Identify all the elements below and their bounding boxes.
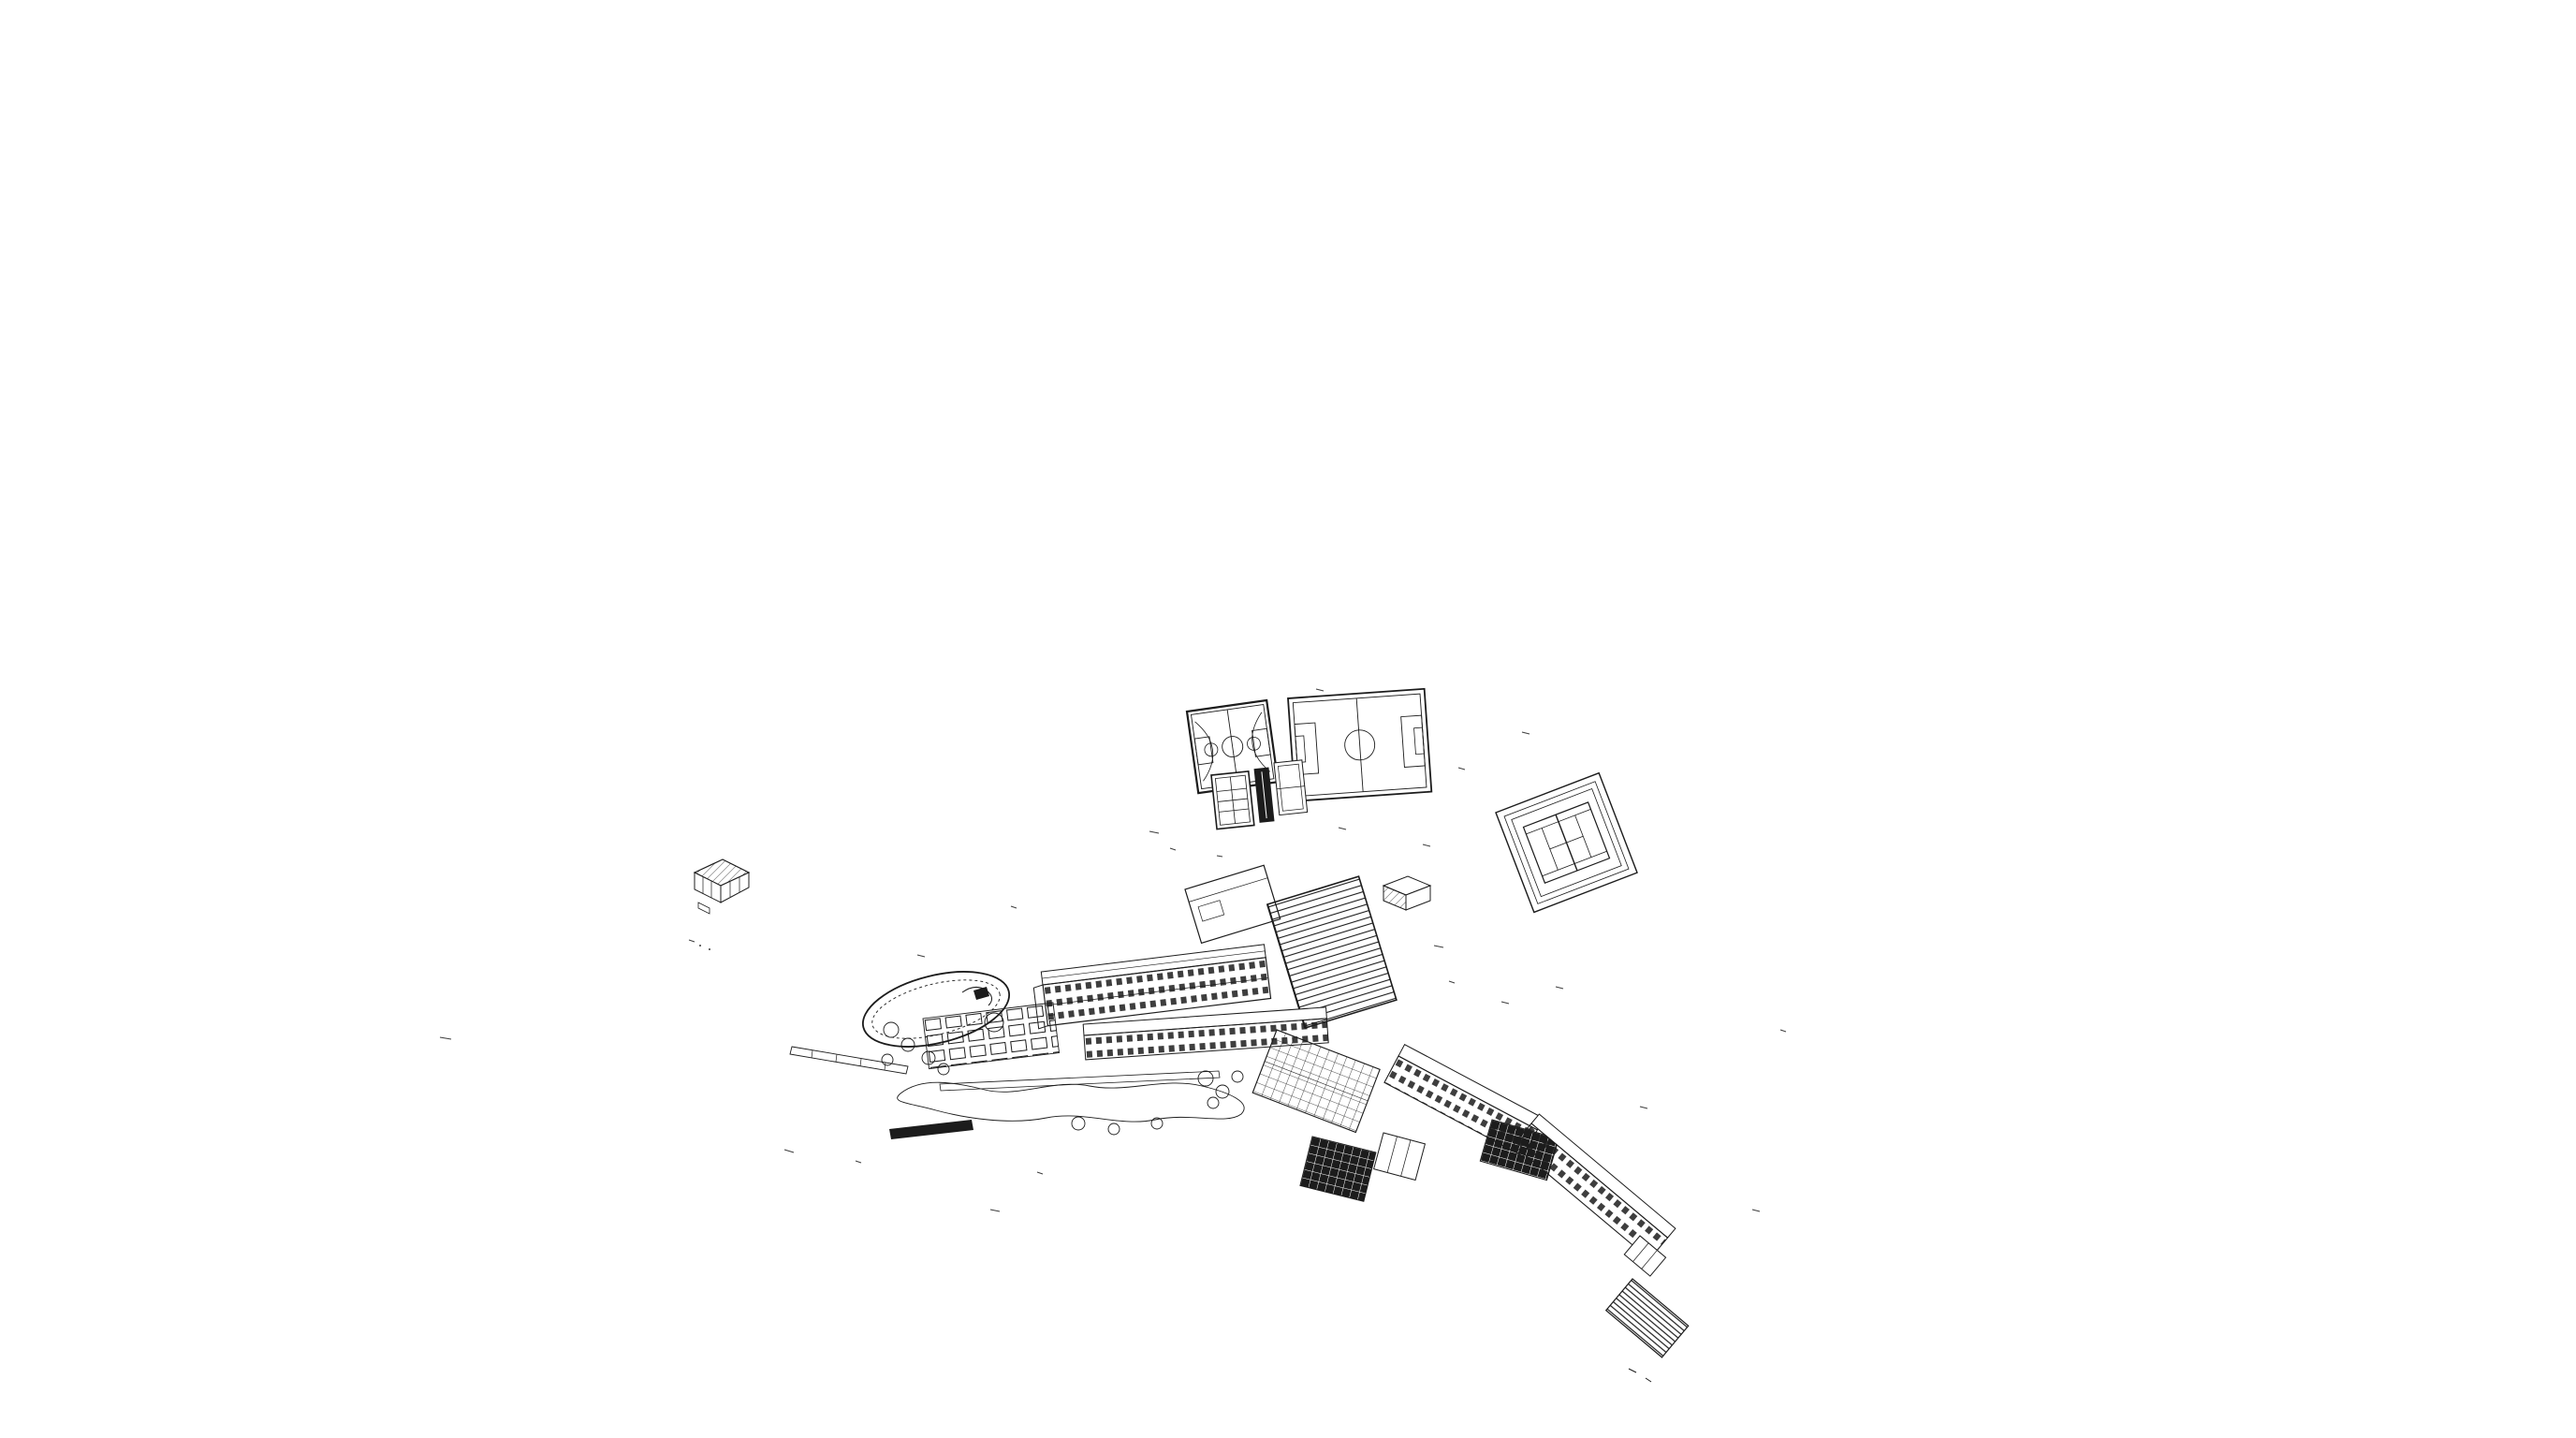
dark-strip xyxy=(889,1120,973,1139)
soccer-field xyxy=(1287,687,1433,802)
rooftop-unit xyxy=(1382,875,1432,911)
end-tower xyxy=(1604,1235,1690,1383)
dark-strip-court xyxy=(1253,767,1275,823)
loop-path xyxy=(861,971,1011,1048)
outbuilding xyxy=(693,858,751,915)
entry-path xyxy=(789,1046,909,1075)
atrium-roof xyxy=(1251,1029,1381,1134)
practice-court xyxy=(1273,759,1309,816)
tennis-court xyxy=(1495,771,1638,914)
trees xyxy=(881,1021,1244,1136)
classroom-wing-east xyxy=(1383,1043,1676,1260)
stepped-roof-hall xyxy=(1266,875,1398,1029)
plain-roof-block xyxy=(1184,864,1281,945)
small-courts xyxy=(1210,759,1309,830)
site-marks xyxy=(439,688,1787,1212)
classroom-annex xyxy=(1082,1006,1329,1061)
boardwalk xyxy=(939,1070,1221,1092)
badminton-court xyxy=(1210,770,1255,830)
courtyard-grid xyxy=(922,1002,1061,1070)
pond xyxy=(897,1081,1245,1123)
